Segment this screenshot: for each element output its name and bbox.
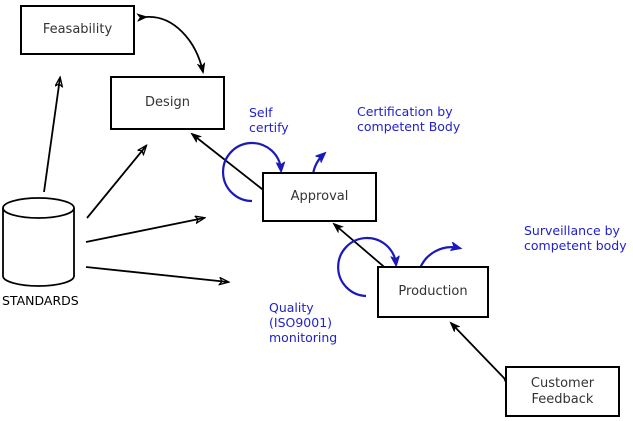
node-approval-label: Approval [290, 189, 349, 204]
node-design-label: Design [145, 95, 190, 110]
flow-standards-to-production [85, 266, 228, 282]
standards-datastore-shape [2, 197, 75, 287]
node-production-label: Production [398, 284, 468, 299]
annotation-certification-by-competent-body: Certification by competent Body [357, 104, 461, 134]
node-feasability[interactable]: Feasability [20, 5, 135, 55]
loop-self-certify [221, 141, 281, 203]
node-feasability-label: Feasability [42, 22, 113, 37]
flow-design-to-feasability [146, 17, 203, 72]
node-customer-feedback[interactable]: Customer Feedback [505, 366, 620, 417]
annotation-surveillance-by-competent-body: Surveillance by competent body [524, 223, 627, 253]
flow-standards-to-design [86, 146, 146, 219]
node-design[interactable]: Design [110, 76, 225, 130]
annotation-quality-iso9001-monitoring: Quality (ISO9001) monitoring [269, 300, 338, 345]
flow-approval-to-design [192, 134, 262, 189]
loop-quality-monitoring [337, 236, 396, 298]
flow-customer-feedback-to-production [451, 323, 504, 378]
node-customer-feedback-label: Customer Feedback [530, 375, 595, 407]
annotation-self-certify: Self certify [249, 105, 289, 135]
flow-standards-to-feasability [43, 78, 60, 193]
node-production[interactable]: Production [377, 266, 489, 318]
node-approval[interactable]: Approval [262, 172, 377, 222]
flow-production-to-approval [334, 224, 389, 271]
datastore-standards[interactable] [3, 198, 74, 286]
flow-standards-to-approval [85, 218, 204, 243]
datastore-standards-label: STANDARDS [2, 293, 79, 308]
